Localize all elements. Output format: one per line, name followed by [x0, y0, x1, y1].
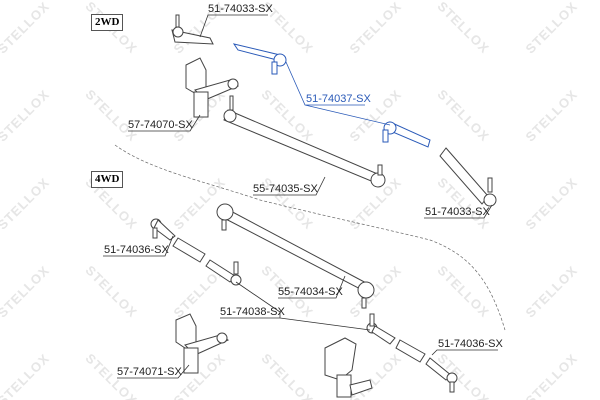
part-label-55-74034[interactable]: 55-74034-SX	[278, 286, 343, 298]
leader-51-74036-left	[103, 235, 174, 257]
part-label-55-74035[interactable]: 55-74035-SX	[253, 183, 318, 195]
leader-57-74070	[128, 114, 201, 132]
leader-55-74035	[253, 176, 326, 196]
leader-51-74038	[220, 281, 371, 331]
part-label-57-74071[interactable]: 57-74071-SX	[117, 366, 182, 378]
part-label-57-74070[interactable]: 57-74070-SX	[128, 119, 193, 131]
leader-55-74034	[278, 275, 346, 299]
part-label-51-74033-right[interactable]: 51-74033-SX	[425, 206, 490, 218]
section-label-2wd: 2WD	[91, 14, 124, 31]
center-link-2wd-drawing	[223, 95, 386, 188]
part-label-51-74036-right[interactable]: 51-74036-SX	[438, 338, 503, 350]
leader-51-74033-right	[424, 204, 493, 219]
idler-arm-4wd-drawing	[175, 313, 230, 374]
leader-51-74036-right	[431, 349, 498, 356]
part-label-51-74033-top[interactable]: 51-74033-SX	[208, 3, 273, 15]
leader-51-74033-top	[199, 14, 268, 38]
leader-57-74071	[117, 364, 190, 379]
tie-rod-end-blue-drawing	[232, 43, 431, 148]
part-label-51-74036-left[interactable]: 51-74036-SX	[104, 244, 169, 256]
part-label-51-74038[interactable]: 51-74038-SX	[220, 306, 285, 318]
center-link-4wd-drawing	[216, 203, 375, 309]
tie-rod-4wd-right-drawing	[366, 313, 458, 393]
leader-51-74037	[285, 61, 391, 126]
tie-rod-end-top-drawing	[171, 14, 214, 45]
tie-rod-4wd-left-drawing	[150, 218, 242, 286]
steering-gearbox-drawing	[324, 337, 373, 398]
tie-rod-end-right-drawing	[439, 147, 497, 207]
part-label-51-74037[interactable]: 51-74037-SX	[306, 93, 371, 105]
idler-arm-2wd-drawing	[185, 57, 239, 118]
section-label-4wd: 4WD	[91, 171, 124, 188]
